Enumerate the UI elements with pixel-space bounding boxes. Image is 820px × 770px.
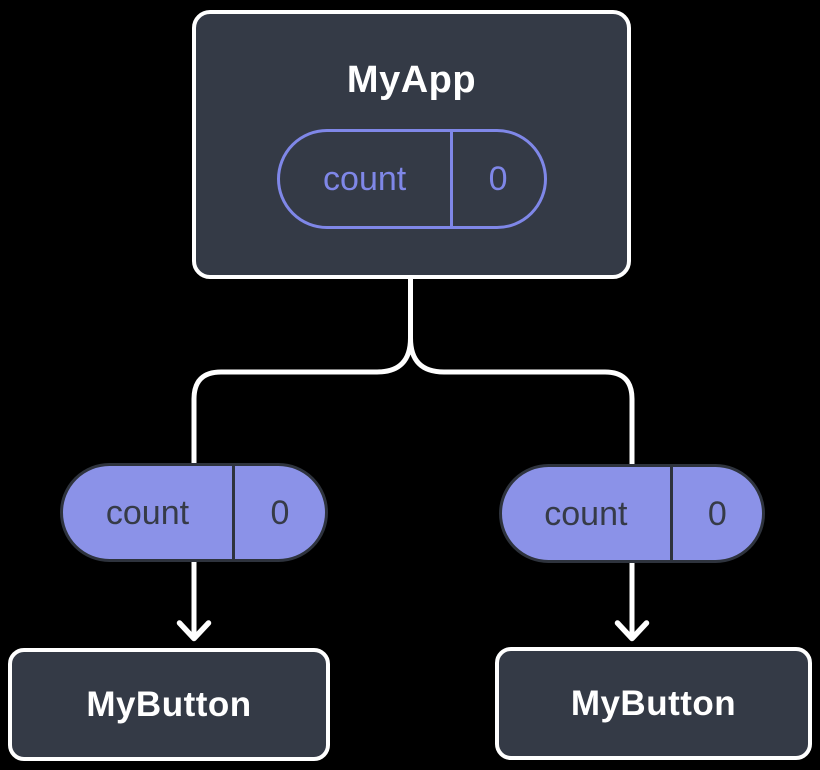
component-title-mybutton-left: MyButton <box>86 685 252 724</box>
prop-pill-left-label: count <box>105 493 190 532</box>
component-node-myapp: MyApp count 0 <box>192 10 631 279</box>
prop-arrow-left-head <box>176 620 212 642</box>
prop-pill-right-value: 0 <box>669 467 762 560</box>
state-pill: count 0 <box>276 128 547 229</box>
component-title-mybutton-right: MyButton <box>570 684 737 723</box>
component-title-myapp: MyApp <box>346 58 477 101</box>
prop-pill-left: count 0 <box>60 463 328 562</box>
component-node-mybutton-right: MyButton <box>495 647 812 760</box>
component-node-mybutton-left: MyButton <box>8 648 330 761</box>
prop-pill-right: count 0 <box>499 464 765 563</box>
branch-connector-left <box>191 276 413 466</box>
prop-pill-right-label: count <box>544 494 628 533</box>
prop-arrow-right-head <box>614 620 650 642</box>
branch-connector-right <box>408 276 635 467</box>
state-pill-label: count <box>323 159 407 198</box>
prop-pill-left-value: 0 <box>231 466 325 559</box>
state-pill-value: 0 <box>449 131 544 226</box>
